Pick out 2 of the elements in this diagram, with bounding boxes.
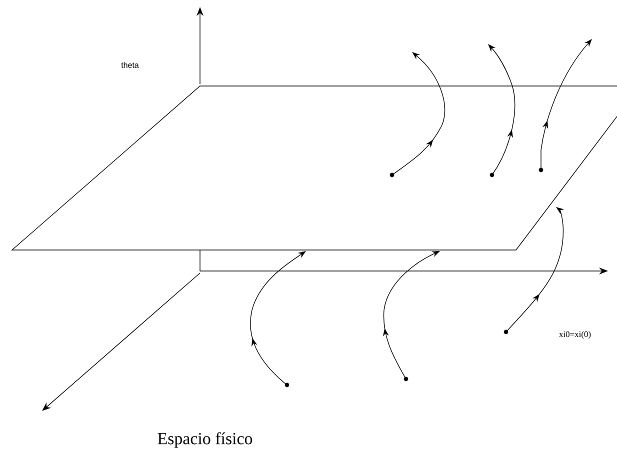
caption-text: Espacio físico: [158, 432, 252, 448]
point-label: xi0=xi(0): [559, 331, 591, 339]
